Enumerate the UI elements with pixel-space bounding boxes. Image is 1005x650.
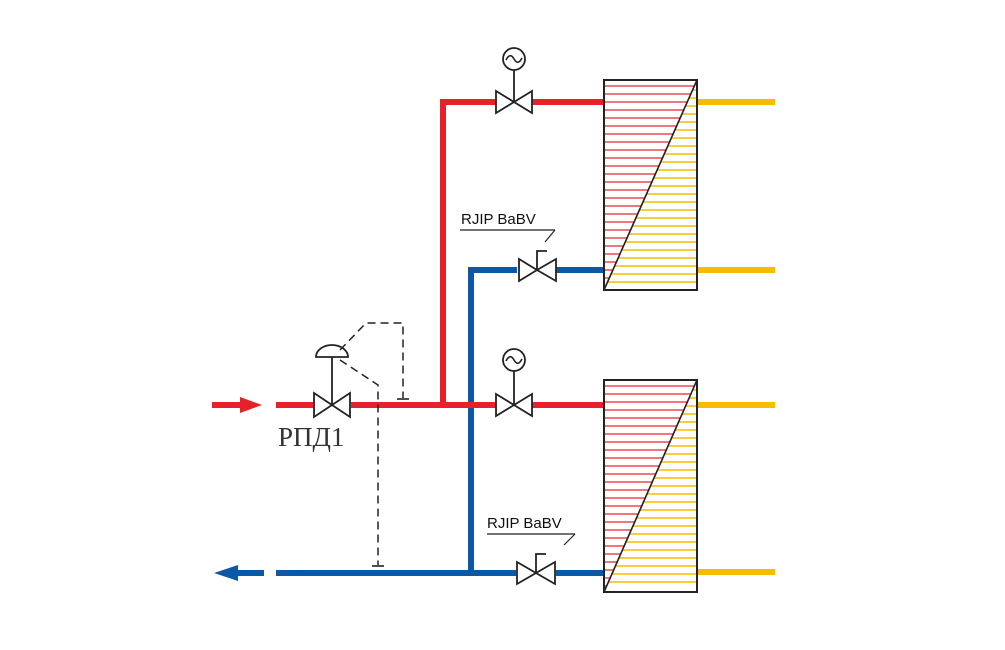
supply-flow-arrow — [212, 397, 262, 413]
pressure-regulator: РПД1 — [278, 322, 409, 567]
heat-exchanger-1 — [603, 79, 698, 291]
pressure-regulator-label: РПД1 — [278, 422, 344, 452]
valve-icon — [495, 89, 516, 115]
motorized-valve-lower — [495, 348, 533, 418]
pressure-regulator-icon — [315, 344, 349, 358]
heat-exchanger-2 — [603, 379, 698, 593]
supply-pipes — [276, 99, 604, 408]
return-riser — [468, 267, 517, 573]
motorized-valve-upper — [495, 47, 533, 115]
valve-icon — [518, 257, 539, 283]
return-flow-arrow — [214, 565, 264, 581]
impulse-line-supply — [339, 322, 404, 398]
valve-icon — [516, 560, 538, 586]
balancing-valve-upper: RJIP BaBV — [460, 211, 557, 283]
secondary-pipes — [697, 99, 775, 575]
return-pipes — [276, 267, 604, 576]
valve-icon — [313, 391, 334, 419]
supply-riser — [440, 99, 496, 405]
balancing-valve-upper-label: RJIP BaBV — [461, 211, 536, 228]
valve-icon — [495, 392, 516, 418]
balancing-valve-lower-label: RJIP BaBV — [487, 515, 562, 532]
impulse-line-return — [339, 359, 379, 565]
balancing-valve-lower: RJIP BaBV — [487, 515, 576, 586]
